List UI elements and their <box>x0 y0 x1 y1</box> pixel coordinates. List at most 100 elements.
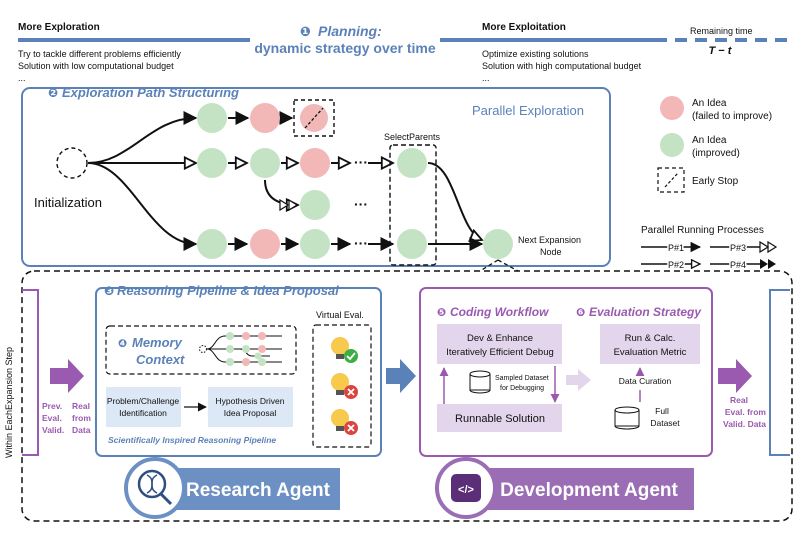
planning-timeline: More Exploration Try to tackle different… <box>18 22 790 83</box>
zoom-connector <box>479 259 519 272</box>
dna-strand-b <box>146 474 158 494</box>
memory-title-1: Memory <box>132 335 183 350</box>
mini-node-improved <box>242 345 250 353</box>
legend-p2-label: P#2 <box>668 260 684 270</box>
initialization-node <box>56 147 88 179</box>
coding-title: Coding Workflow <box>450 305 549 319</box>
full-dataset-label-2: Dataset <box>650 418 680 428</box>
edge-init-p4 <box>87 162 198 251</box>
mini-node-improved <box>258 358 266 366</box>
check-mark-icon <box>346 352 356 361</box>
database-icon <box>614 406 640 430</box>
lightbulb-icon <box>331 337 358 363</box>
run-calc-label-2: Evaluation Metric <box>614 347 687 358</box>
more-exploitation-label: More Exploitation <box>482 22 566 33</box>
lightbulb-icon <box>331 337 349 355</box>
database-icon <box>469 370 491 394</box>
mini-tree-edge <box>239 348 270 357</box>
exploration-desc-1: Try to tackle different problems efficie… <box>18 49 181 59</box>
legend-p3-label: P#3 <box>730 243 746 253</box>
idea-node-improved <box>197 103 227 133</box>
idea-node-failed <box>250 229 280 259</box>
exploration-title: Exploration Path Structuring <box>62 85 239 100</box>
right-bracket <box>769 289 790 456</box>
mini-node-failed <box>258 345 266 353</box>
pipeline-caption: Scientifically Inspired Reasoning Pipeli… <box>108 435 276 445</box>
lightbulb-icon <box>331 373 358 399</box>
left-input-label-2: Eval. <box>42 413 62 423</box>
legend-failed-line1: An Idea <box>692 98 727 109</box>
run-calc-box <box>600 324 700 364</box>
legend-early-stop-slash <box>664 172 679 188</box>
mini-node-failed <box>242 358 250 366</box>
exploration-desc-2: Solution with low computational budget <box>18 61 174 71</box>
idea-node-improved <box>250 148 280 178</box>
legend-early-stop-swatch <box>657 167 685 193</box>
dots-row-4: ··· <box>354 235 368 251</box>
legend-p1-label: P#1 <box>668 243 684 253</box>
reasoning-panel: ❸ Reasoning Pipeline & Idea Proposal ❹ M… <box>95 283 382 457</box>
dots-row-3: ··· <box>354 196 368 212</box>
exploration-panel-frame <box>21 87 611 267</box>
problem-identification-box <box>106 387 181 427</box>
hypothesis-proposal-box <box>208 387 293 427</box>
legend-early-stop-label: Early Stop <box>692 176 739 187</box>
select-parents-label: SelectParents <box>384 132 441 142</box>
coding-step-number: ❺ <box>437 307 446 319</box>
development-agent-bar <box>462 468 694 510</box>
left-input-label-5: from <box>72 413 91 423</box>
magnifier-lens <box>137 469 167 499</box>
idea-node-failed <box>250 103 280 133</box>
legend: An Idea (failed to improve) An Idea (imp… <box>641 96 778 272</box>
cross-mark-icon <box>347 388 355 396</box>
reasoning-title: Reasoning Pipeline & Idea Proposal <box>117 283 339 298</box>
database-top <box>469 370 491 378</box>
lightbulb-base <box>336 426 344 431</box>
memory-title-2: Context <box>136 352 185 367</box>
legend-p4-head <box>760 259 776 269</box>
virtual-eval-box <box>312 324 372 448</box>
dna-magnifier-icon <box>137 469 173 506</box>
idea-node-improved <box>300 229 330 259</box>
development-agent-label: Development Agent <box>500 480 678 501</box>
legend-improved-swatch <box>660 133 684 157</box>
legend-improved-line1: An Idea <box>692 135 727 146</box>
dev-enhance-label-1: Dev & Enhance <box>467 333 533 344</box>
left-input: Prev. Eval. Valid. Real from Data <box>42 359 91 435</box>
next-expansion-label-1: Next Expansion <box>518 235 581 245</box>
edge-select-next-1 <box>427 162 482 240</box>
sampled-dataset-label-2: for Debugging <box>500 385 544 392</box>
exploration-step-number: ❷ <box>48 86 58 100</box>
mini-node-improved <box>226 358 234 366</box>
left-input-label-4: Real <box>72 401 90 411</box>
expansion-step-frame: Within EachExpansion Step <box>4 259 793 522</box>
runnable-solution-box <box>437 404 562 432</box>
development-panel-frame <box>419 287 713 457</box>
problem-identification-label-2: Identification <box>119 408 167 418</box>
coding-to-evaluation-arrow <box>566 369 591 391</box>
left-bracket <box>22 289 39 456</box>
left-input-label-6: Data <box>72 425 91 435</box>
exploration-panel: ❷ Exploration Path Structuring Parallel … <box>21 85 611 267</box>
database-top <box>614 406 640 414</box>
evaluation-step-number: ❻ <box>576 307 585 319</box>
mini-node-failed <box>258 332 266 340</box>
branch-p3-arrow <box>279 198 299 212</box>
development-agent-banner: </> Development Agent <box>435 457 694 519</box>
research-agent-badge <box>124 457 186 519</box>
mini-node-improved <box>254 352 262 360</box>
research-agent-label: Research Agent <box>186 480 331 501</box>
next-expansion-label-2: Node <box>540 247 562 257</box>
planning-title: Planning: <box>318 23 382 39</box>
left-input-arrow <box>50 359 84 393</box>
exploration-desc-3: ... <box>18 73 26 83</box>
mini-node-improved <box>226 332 234 340</box>
early-stop-slash <box>304 107 324 129</box>
lightbulb-base <box>336 390 344 395</box>
code-window-icon <box>451 474 481 502</box>
parallel-exploration-label: Parallel Exploration <box>472 103 584 118</box>
magnifier-handle <box>159 492 173 506</box>
right-output-label-3: Valid. Data <box>723 419 766 429</box>
full-dataset-label-1: Full <box>655 406 669 416</box>
